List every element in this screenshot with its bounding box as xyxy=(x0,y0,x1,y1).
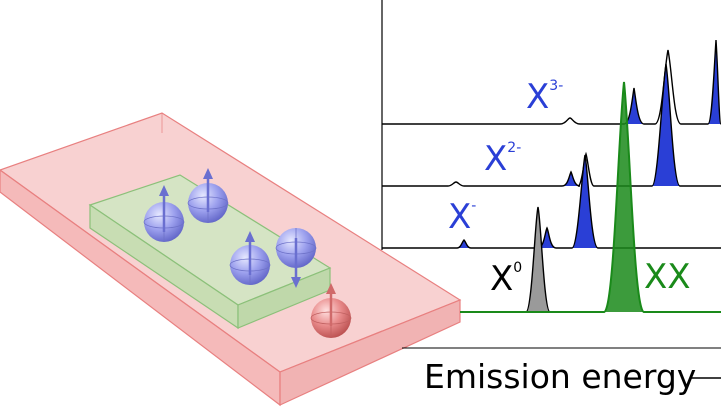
spectrum-xx xyxy=(460,81,721,313)
spectrum-x1 xyxy=(382,154,721,249)
label-x0-sup: 0 xyxy=(513,260,522,276)
label-x3: X3- xyxy=(526,77,563,117)
axis-label: Emission energy xyxy=(424,357,696,396)
electron-2 xyxy=(187,168,229,223)
spin-down-arrow-icon xyxy=(291,238,301,288)
hole xyxy=(310,283,352,338)
label-x2: X2- xyxy=(484,139,521,179)
label-x2-sup: 2- xyxy=(507,140,521,156)
label-x3-sup: 3- xyxy=(549,78,563,94)
label-x2-base: X xyxy=(484,139,507,179)
label-x1-base: X xyxy=(448,197,471,237)
label-x0-base: X xyxy=(490,259,513,299)
label-x3-base: X xyxy=(526,77,549,117)
spectrum-x3 xyxy=(382,39,721,125)
electron-4 xyxy=(275,228,317,288)
spin-up-arrow-icon xyxy=(245,231,255,275)
electron-3 xyxy=(229,231,271,285)
label-x1-sup: - xyxy=(471,198,476,214)
slab-illustration xyxy=(0,112,462,407)
electron-1 xyxy=(143,185,185,242)
spectrum-x2 xyxy=(382,63,721,187)
label-xx: XX xyxy=(644,257,691,297)
label-x0: X0 xyxy=(490,259,522,299)
slab-right-face xyxy=(279,299,461,406)
spectrum-x0 xyxy=(460,206,600,313)
spectra-panel: X3- X2- X- X0 XX Emission energy xyxy=(381,0,721,396)
label-x1: X- xyxy=(448,197,476,237)
spin-up-arrow-icon xyxy=(326,283,336,326)
spin-up-arrow-icon xyxy=(159,185,169,232)
spin-up-arrow-icon xyxy=(203,168,213,212)
